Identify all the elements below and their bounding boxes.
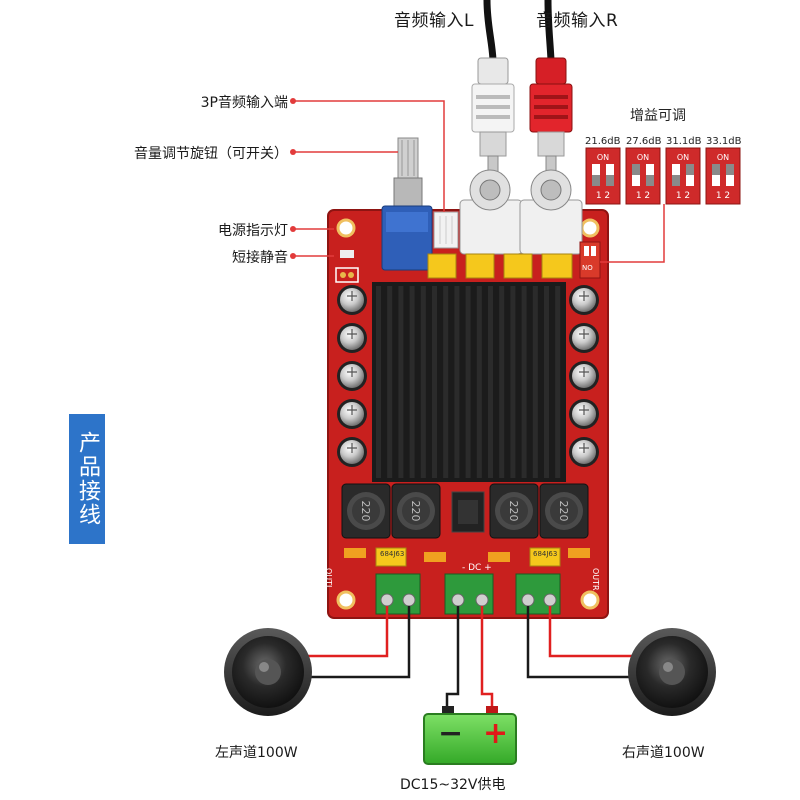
speaker-left	[224, 628, 312, 716]
heatsink-fin	[488, 286, 493, 478]
audio-input-left-label: 音频输入L	[394, 11, 474, 31]
heatsink-fin	[532, 286, 538, 478]
heatsink-fin	[555, 286, 561, 478]
gain-value-2: 31.1dB	[666, 136, 702, 147]
board-gain-switch	[579, 241, 601, 279]
heatsink-fin	[443, 286, 449, 478]
gain-value-0: 21.6dB	[585, 136, 621, 147]
board-dip-on-label: NO	[582, 264, 593, 272]
gain-dip-switches: ON 1 2 ON 1 2 ON 1 2 ON 1 2	[585, 147, 741, 205]
dip-pins-text: 1 2	[636, 191, 650, 201]
heatsink-fin	[465, 286, 471, 478]
heatsink-fin	[398, 286, 404, 478]
heatsink-fin	[387, 286, 393, 478]
inductor: 220	[489, 483, 539, 539]
inductor-label: 220	[557, 501, 570, 522]
input-capacitors	[427, 253, 573, 279]
terminal-dc	[444, 573, 494, 615]
capacitor	[569, 437, 599, 467]
board-outl-label: OUTL	[324, 568, 333, 590]
callout-lines	[293, 100, 665, 263]
dip-on-text: ON	[597, 153, 609, 162]
inductor: 220	[341, 483, 391, 539]
heatsink-fin	[376, 286, 381, 478]
volume-potentiometer	[381, 137, 433, 271]
gain-value-1: 27.6dB	[626, 136, 662, 147]
dip-pins-text: 1 2	[676, 191, 690, 201]
3p-input-header	[433, 211, 459, 249]
dip-on-text: ON	[717, 153, 729, 162]
inductor-label: 220	[507, 501, 520, 522]
capacitor	[569, 323, 599, 353]
output-film-capacitors	[344, 547, 590, 567]
callout-dots	[290, 98, 296, 259]
heatsink	[372, 282, 566, 482]
power-supply-label: DC15~32V供电	[400, 777, 506, 793]
heatsink-fin	[420, 286, 426, 478]
heatsink-fin	[544, 286, 549, 478]
heatsink-fin	[510, 286, 516, 478]
callout-3p-input: 3P音频输入端	[200, 95, 288, 111]
callout-power-led: 电源指示灯	[218, 223, 288, 239]
battery	[423, 706, 517, 765]
gain-dip-3: ON 1 2	[705, 147, 741, 205]
speaker-right	[628, 628, 716, 716]
audio-input-right-label: 音频输入R	[536, 11, 619, 31]
heatsink-fin	[476, 286, 482, 478]
inductor-label: 220	[409, 501, 422, 522]
gain-title: 增益可调	[630, 108, 686, 124]
capacitor	[337, 437, 367, 467]
callout-mute: 短接静音	[232, 250, 288, 266]
capacitor	[569, 361, 599, 391]
capacitor	[337, 399, 367, 429]
dip-pins-text: 1 2	[596, 191, 610, 201]
board-outr-label: OUTR	[591, 568, 600, 591]
left-channel-label: 左声道100W	[215, 745, 298, 761]
heatsink-fin	[521, 286, 527, 478]
rca-jack-left	[459, 169, 523, 255]
board-dc-label: - DC +	[462, 563, 492, 573]
dip-on-text: ON	[677, 153, 689, 162]
rca-right-plug	[529, 0, 573, 181]
wires	[306, 606, 632, 712]
board-cap-label-left: 684J63	[380, 550, 405, 558]
gain-value-3: 33.1dB	[706, 136, 742, 147]
callout-volume-knob: 音量调节旋钮（可开关）	[134, 146, 288, 162]
dc-chip	[451, 491, 485, 533]
rca-jack-right	[519, 169, 583, 255]
heatsink-fin	[454, 286, 460, 478]
terminal-right	[515, 573, 561, 615]
heatsink-fin	[499, 286, 505, 478]
heatsink-fin	[432, 286, 437, 478]
rca-left-plug	[471, 0, 515, 181]
capacitor	[569, 285, 599, 315]
capacitor	[569, 399, 599, 429]
gain-dip-1: ON 1 2	[625, 147, 661, 205]
output-inductors: 220 220 220 220	[341, 483, 589, 539]
terminal-left	[375, 573, 421, 615]
dip-on-text: ON	[637, 153, 649, 162]
inductor-label: 220	[359, 501, 372, 522]
gain-dip-2: ON 1 2	[665, 147, 701, 205]
battery-plus: +	[483, 716, 509, 751]
board-cap-label-right: 684J63	[533, 550, 558, 558]
electrolytic-capacitors	[337, 285, 599, 467]
right-channel-label: 右声道100W	[622, 745, 705, 761]
inductor: 220	[539, 483, 589, 539]
product-wiring-tab: 产品接线	[69, 414, 105, 544]
capacitor	[337, 361, 367, 391]
inductor: 220	[391, 483, 441, 539]
capacitor	[337, 323, 367, 353]
heatsink-fin	[409, 286, 415, 478]
dip-pins-text: 1 2	[716, 191, 730, 201]
gain-dip-0: ON 1 2	[585, 147, 621, 205]
battery-minus: −	[438, 716, 464, 751]
capacitor	[337, 285, 367, 315]
